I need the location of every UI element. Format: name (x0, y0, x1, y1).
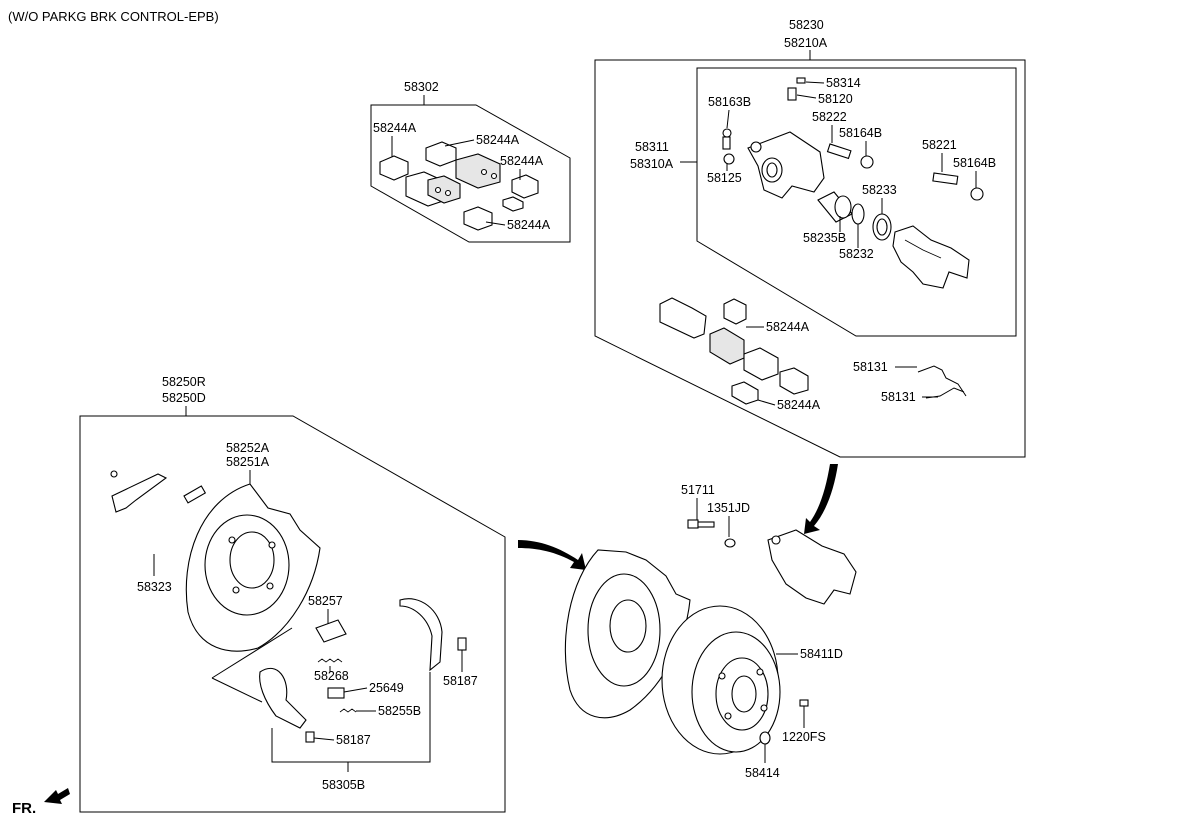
hub-label-51711: 51711 (681, 483, 715, 497)
caliper-body-inner-frame (696, 67, 1017, 337)
pad-kit-label-4: 58244A (507, 218, 551, 232)
parking-lever-icon (110, 470, 168, 513)
pad-kit-label-3: 58244A (500, 154, 544, 168)
brake-pad-set-icon (659, 297, 809, 405)
assembled-backing-plate-icon (564, 549, 691, 719)
part-label-58230: 58230 (789, 18, 824, 32)
adjuster-spring-icon (315, 619, 357, 713)
caliper-group-outer-frame (594, 59, 1026, 458)
caliper-bracket-icon (892, 225, 970, 289)
adjuster-plug-icon (183, 485, 207, 504)
front-arrow-icon (44, 788, 70, 804)
pad-kit-frame (370, 104, 571, 243)
caliper-label-58311: 58311 (635, 140, 669, 154)
parking-label-58251A: 58251A (226, 455, 270, 469)
hub-label-1351JD: 1351JD (707, 501, 750, 515)
assembly-arrow-top (804, 464, 838, 534)
front-direction-marker: FR. (12, 788, 70, 817)
rotor-screw-icon (759, 699, 809, 745)
bleeder-screw-icon (787, 77, 806, 101)
caliper-label-58310A: 58310A (630, 157, 674, 171)
parking-label-58268: 58268 (314, 669, 349, 683)
header-note: (W/O PARKG BRK CONTROL-EPB) (8, 9, 219, 24)
parking-label-58187-2: 58187 (336, 733, 371, 747)
pad-kit-label-1: 58244A (373, 121, 417, 135)
hub-label-58414: 58414 (745, 766, 780, 780)
parking-label-58323: 58323 (137, 580, 172, 594)
hub-label-58411D: 58411D (800, 647, 843, 661)
caliper-label-58232: 58232 (839, 247, 874, 261)
guide-rod-icon (722, 128, 984, 201)
caliper-label-58221: 58221 (922, 138, 957, 152)
front-label: FR. (12, 800, 36, 817)
pad-shim-icon (379, 141, 539, 231)
pad-kit-label-2: 58244A (476, 133, 520, 147)
caliper-label-58222: 58222 (812, 110, 847, 124)
parking-label-58187-1: 58187 (443, 674, 478, 688)
parking-brake-frame (79, 415, 506, 813)
caliper-label-58244A-1: 58244A (766, 320, 810, 334)
parking-label-58305B: 58305B (322, 778, 365, 792)
caliper-housing-icon (747, 131, 825, 199)
caliper-label-58131-1: 58131 (853, 360, 888, 374)
part-label-58302: 58302 (404, 80, 439, 94)
brake-shoe-icon (259, 598, 443, 729)
hub-label-1220FS: 1220FS (782, 730, 826, 744)
caliper-label-58163B: 58163B (708, 95, 751, 109)
caliper-label-58125: 58125 (707, 171, 742, 185)
caliper-label-58314: 58314 (826, 76, 861, 90)
caliper-label-58235B: 58235B (803, 231, 846, 245)
parking-label-58257: 58257 (308, 594, 343, 608)
parking-label-58255B: 58255B (378, 704, 421, 718)
part-label-58250D: 58250D (162, 391, 206, 405)
pad-kit-group: 58302 58244A 58244A 58244A 58244A (370, 80, 571, 243)
caliper-bolt-icon (687, 519, 736, 548)
wear-sensor-wire-icon (917, 365, 967, 399)
caliper-label-58164B-2: 58164B (953, 156, 996, 170)
parking-brake-group: 58250R 58250D (79, 375, 506, 813)
piston-icon (817, 191, 892, 241)
caliper-label-58120: 58120 (818, 92, 853, 106)
hub-rotor-group: 51711 1351JD 58411D 1220FS 58414 (518, 464, 857, 780)
caliper-label-58233: 58233 (862, 183, 897, 197)
caliper-group: 58230 58210A (594, 18, 1026, 458)
caliper-label-58131-2: 58131 (881, 390, 916, 404)
mounted-caliper-icon (767, 529, 857, 605)
assembly-arrow-left (518, 540, 586, 570)
part-label-58250R: 58250R (162, 375, 206, 389)
brake-rotor-icon (661, 605, 781, 755)
parking-label-25649: 25649 (369, 681, 404, 695)
caliper-label-58164B-1: 58164B (839, 126, 882, 140)
parking-label-58252A: 58252A (226, 441, 270, 455)
caliper-label-58244A-2: 58244A (777, 398, 821, 412)
part-label-58210A: 58210A (784, 36, 828, 50)
backing-plate-icon (185, 483, 321, 652)
